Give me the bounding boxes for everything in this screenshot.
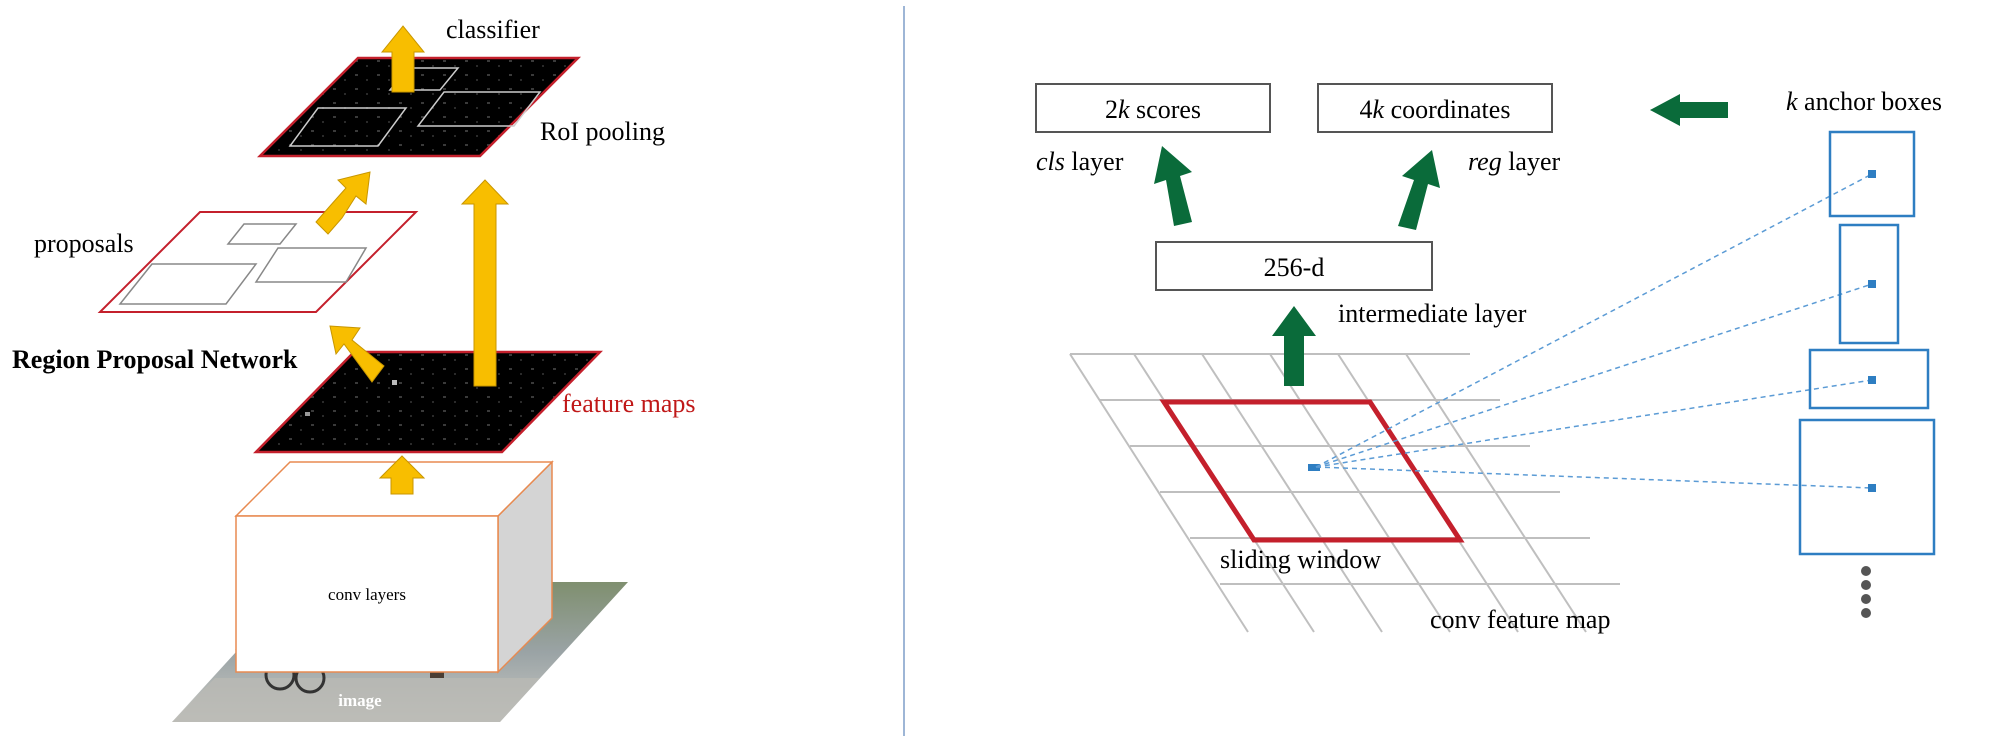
anchor-box <box>1838 223 1900 345</box>
scores-box <box>1035 83 1271 133</box>
sliding-window <box>1159 399 1465 543</box>
scores-box-label: 2k scores <box>1105 95 1201 124</box>
feature-maps-plane <box>253 350 603 454</box>
intermediate-layer-label: intermediate layer <box>1338 299 1527 328</box>
classifier-label: classifier <box>446 15 540 44</box>
more-anchors-dots <box>1861 566 1871 618</box>
arrow-classifier <box>380 25 426 93</box>
anchor-projection-lines <box>1315 173 1873 489</box>
arrow-to-reg <box>1398 150 1440 230</box>
coordinates-box-label: 4k coordinates <box>1360 95 1511 124</box>
arrow-anchors-to-coords <box>1650 94 1728 126</box>
conv-feature-map-grid <box>1069 353 1620 633</box>
anchor-boxes <box>1798 130 1936 556</box>
proposal-box <box>254 247 368 283</box>
arrow-rpn <box>329 325 385 383</box>
roi-pooling-plane <box>256 56 582 158</box>
anchor-box <box>1808 348 1930 410</box>
rpn-label: Region Proposal Network <box>12 345 298 374</box>
arrow-feature-to-roi <box>460 179 510 387</box>
conv-layers-label: conv layers <box>328 585 406 604</box>
roi-pooling-label: RoI pooling <box>540 117 665 146</box>
arrow-conv-to-feature <box>378 455 426 495</box>
reg-layer-label: reg layer <box>1468 147 1561 176</box>
feature-maps-label: feature maps <box>562 389 696 418</box>
intermediate-box <box>1155 241 1433 291</box>
image-label: image <box>338 691 382 710</box>
anchor-box <box>1828 130 1916 218</box>
conv-layers-box <box>234 460 554 674</box>
cls-layer-label: cls layer <box>1036 147 1124 176</box>
anchor-boxes-label: k anchor boxes <box>1786 87 1942 116</box>
coordinates-box <box>1317 83 1553 133</box>
proposals-label: proposals <box>34 229 134 258</box>
anchor-box <box>1798 418 1936 556</box>
proposal-box <box>118 263 258 305</box>
conv-feature-map-label: conv feature map <box>1430 605 1610 634</box>
proposals-plane <box>97 211 419 313</box>
arrow-proposals-to-roi <box>315 171 371 235</box>
arrow-to-cls <box>1154 146 1192 226</box>
intermediate-box-label: 256-d <box>1264 253 1325 282</box>
anchor-center-point <box>1308 464 1320 471</box>
arrow-to-intermediate <box>1272 306 1316 386</box>
sliding-window-label: sliding window <box>1220 545 1381 574</box>
proposal-box <box>226 223 298 245</box>
